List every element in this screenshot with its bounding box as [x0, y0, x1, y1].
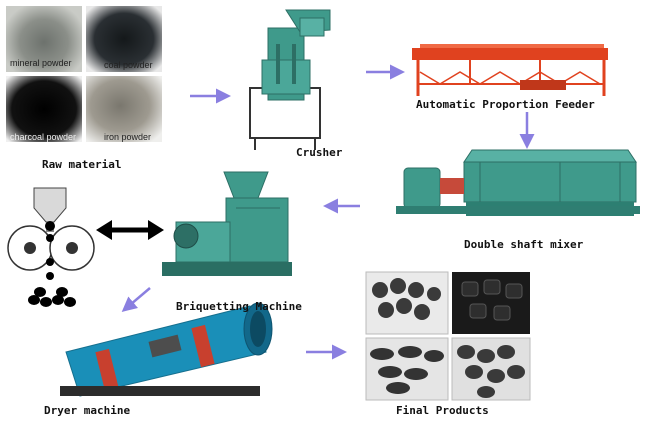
tile-mineral-powder [6, 6, 82, 72]
caption-iron-powder: iron powder [104, 132, 152, 142]
flow-arrows [121, 64, 535, 360]
final-products-grid [365, 271, 531, 401]
label-mixer: Double shaft mixer [464, 238, 584, 251]
feeder-machine [412, 44, 608, 96]
label-briquetting: Briquetting Machine [176, 300, 302, 313]
roller-principle-drawing [7, 187, 95, 307]
label-dryer: Dryer machine [44, 404, 131, 417]
mixer-machine [396, 149, 640, 216]
label-crusher: Crusher [296, 146, 343, 159]
tile-iron-powder [86, 76, 162, 142]
tile-coal-powder [86, 6, 162, 72]
briquetting-machine [162, 171, 292, 276]
label-feeder: Automatic Proportion Feeder [416, 98, 595, 111]
label-raw-material: Raw material [42, 158, 122, 171]
tile-charcoal-powder [6, 76, 82, 142]
double-arrow-icon [96, 220, 164, 240]
caption-charcoal-powder: charcoal powder [10, 132, 77, 142]
caption-mineral-powder: mineral powder [10, 58, 72, 68]
arrow-briquetting-to-dryer [121, 287, 151, 312]
label-final-products: Final Products [396, 404, 489, 417]
caption-coal-powder: coal powder [104, 60, 153, 70]
dryer-machine [60, 302, 273, 397]
crusher-machine [249, 9, 331, 150]
